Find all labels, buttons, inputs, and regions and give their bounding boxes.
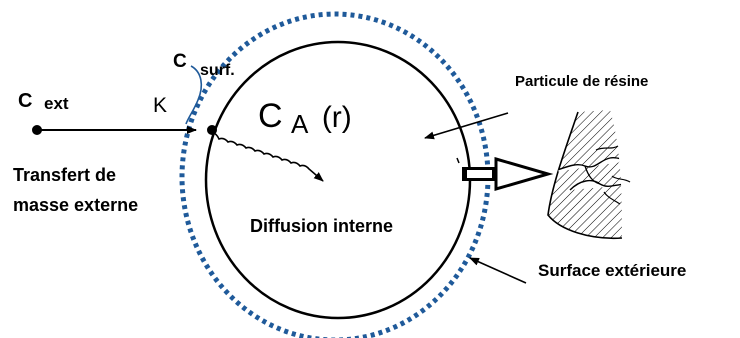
c-surf-bracket xyxy=(185,65,203,125)
c-surf-label: C surf. xyxy=(173,51,235,79)
concentration-label: C A (r) xyxy=(258,97,352,141)
small-tick xyxy=(456,157,460,164)
ca-sub: A xyxy=(291,109,309,139)
c-ext-label: C ext xyxy=(18,90,69,113)
ca-arg: (r) xyxy=(322,101,352,134)
surface-label: Surface extérieure xyxy=(538,261,686,280)
diffusion-label: Diffusion interne xyxy=(250,216,393,236)
surface-label-arrow xyxy=(469,257,527,284)
ca-main: C xyxy=(258,97,283,135)
hollow-arrow-icon xyxy=(462,157,554,191)
internal-diffusion-arrow xyxy=(211,131,324,182)
particle-circle xyxy=(204,40,472,320)
c-ext-letter: C xyxy=(18,90,32,112)
c-surf-letter: C xyxy=(173,51,187,72)
transfer-label-line2: masse externe xyxy=(13,195,138,215)
c-ext-sub: ext xyxy=(44,94,69,113)
particle-label-arrow xyxy=(424,112,509,140)
c-surf-sub: surf. xyxy=(200,62,235,79)
hatched-resin-particle-icon xyxy=(547,110,631,240)
transfer-label-line1: Transfert de xyxy=(13,165,116,185)
k-label: K xyxy=(153,94,167,117)
particle-label: Particule de résine xyxy=(515,73,648,90)
